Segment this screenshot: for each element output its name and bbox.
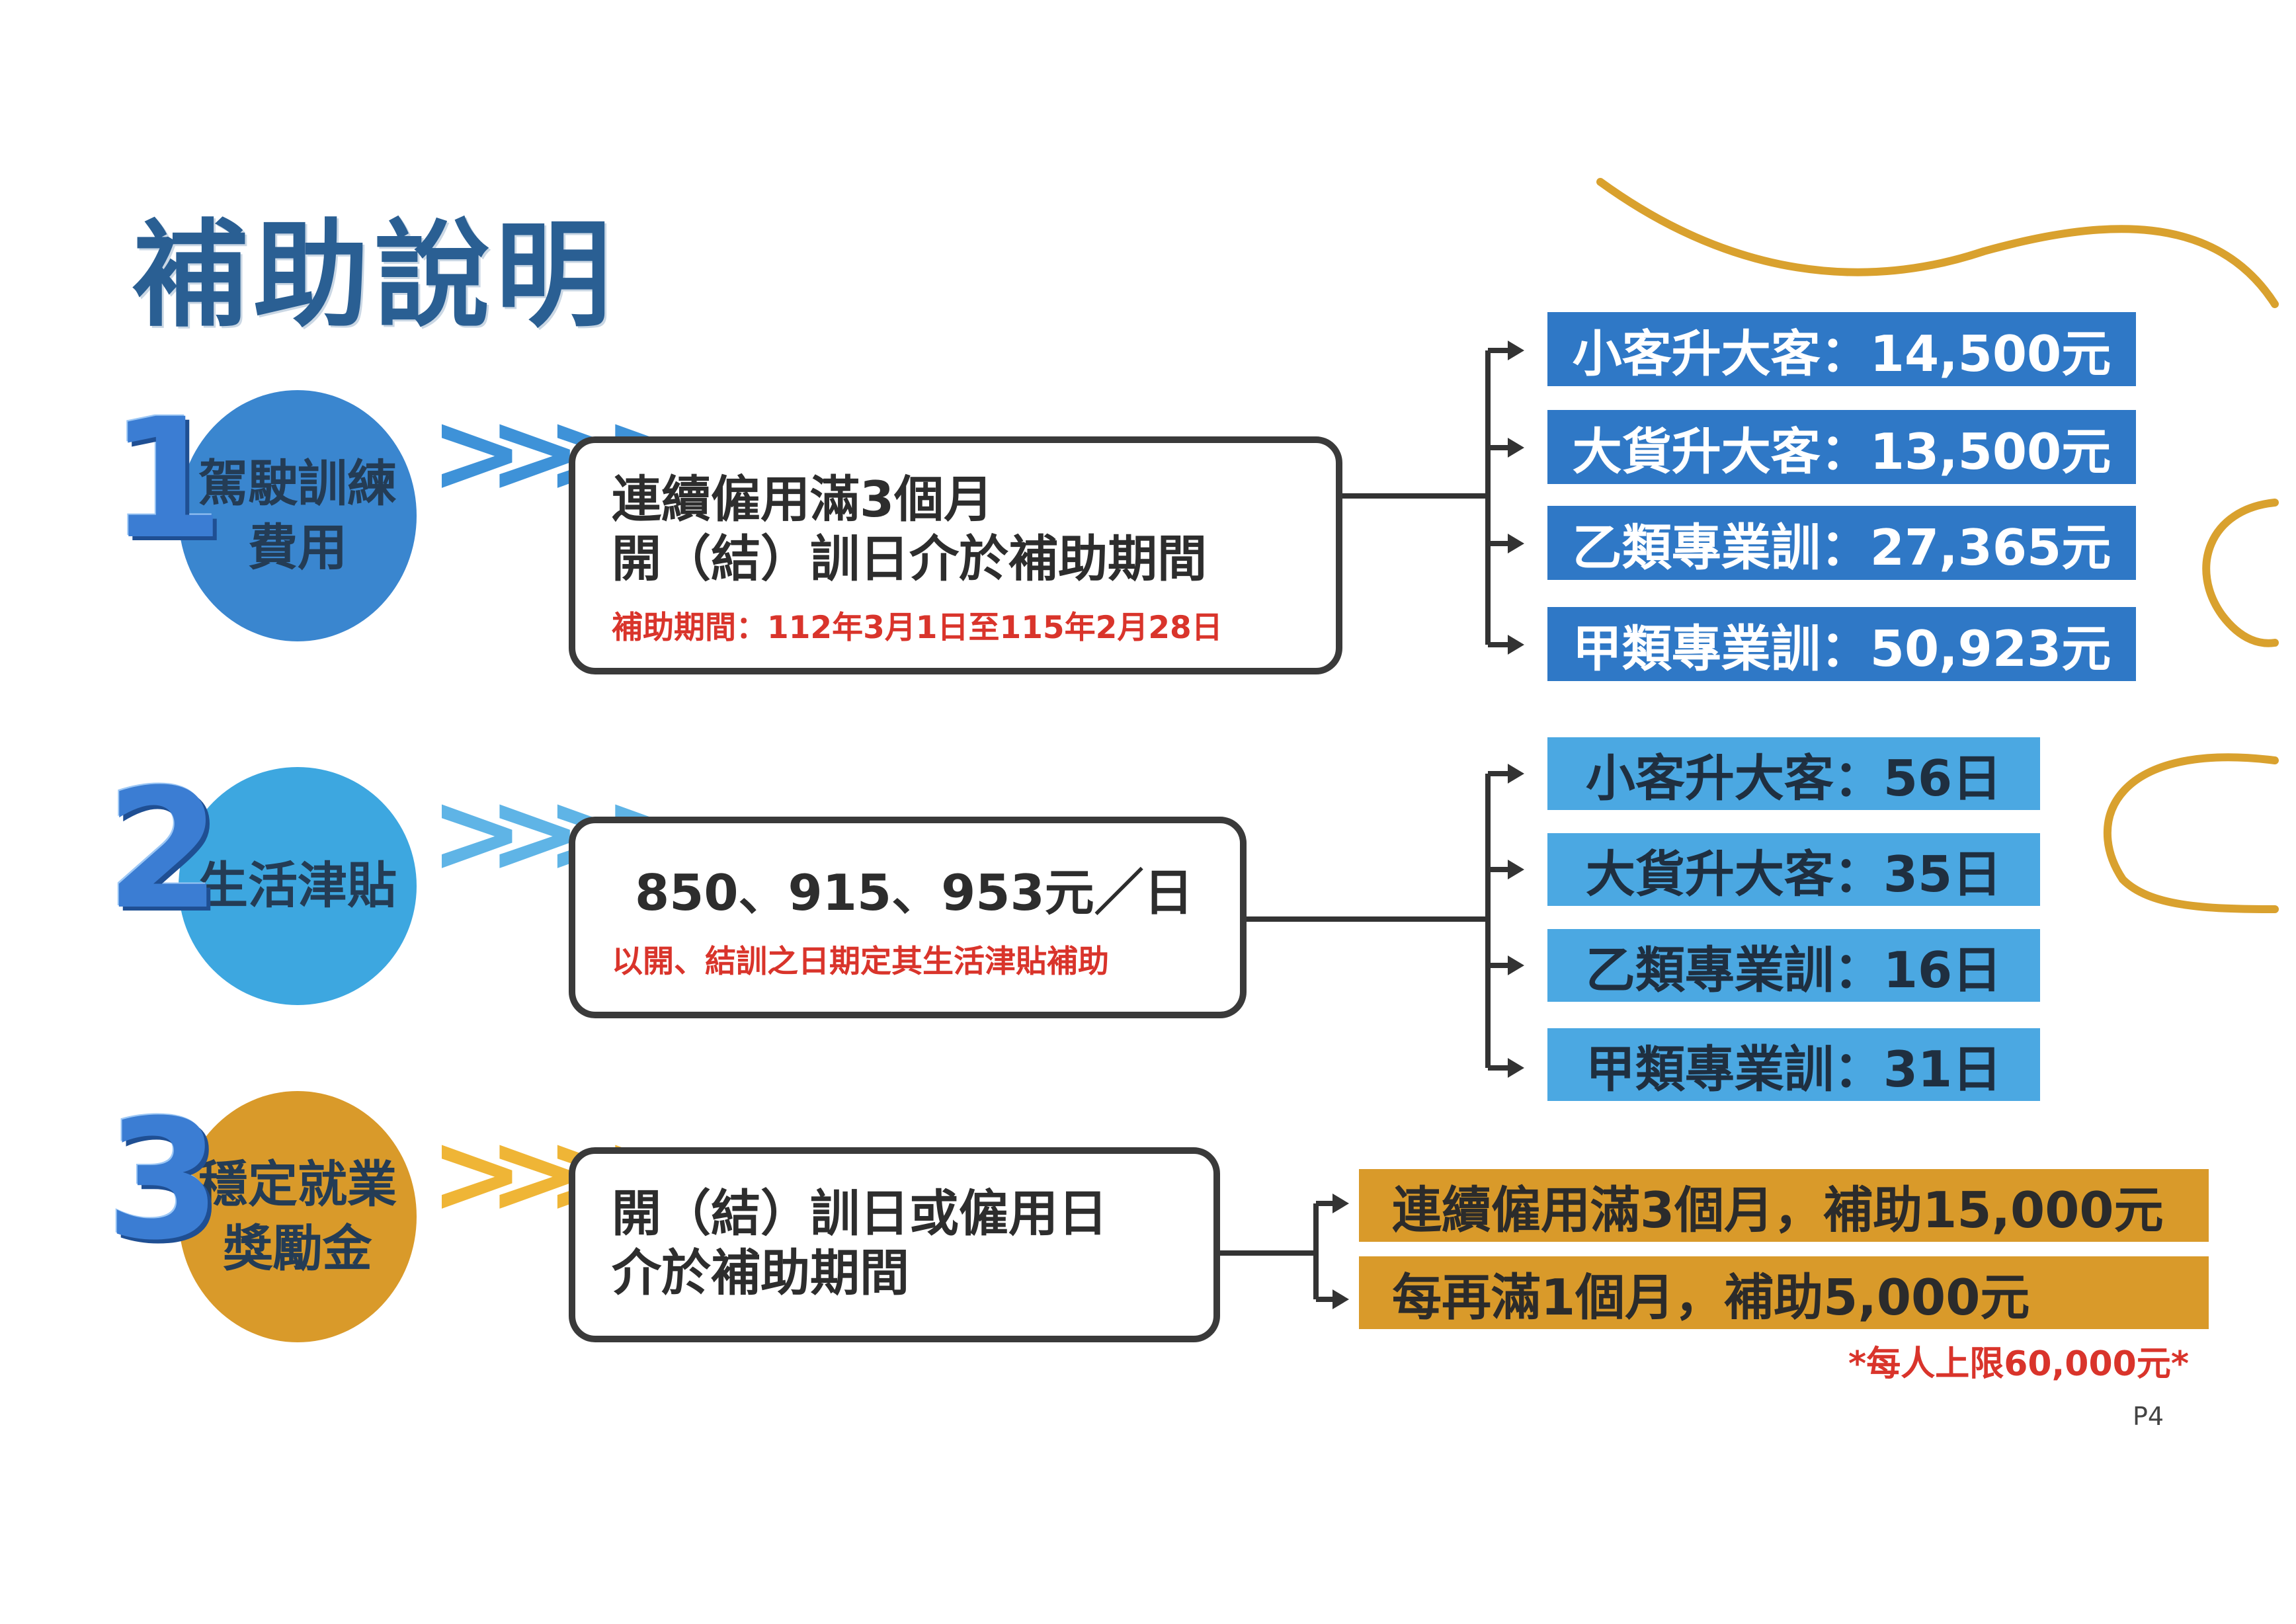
section-2-item: 小客升大客：56日	[1547, 737, 2040, 810]
cap-note: *每人上限60,000元*	[1848, 1344, 2190, 1384]
section-3-condition-line2: 介於補助期間	[612, 1244, 910, 1302]
section-1-item: 甲類專業訓：50,923元	[1547, 607, 2136, 681]
section-2-item: 大貨升大客：35日	[1547, 833, 2040, 906]
section-3-heading-line1: 穩定就業	[198, 1155, 397, 1213]
section-3-item: 連續僱用滿3個月，補助15,000元	[1359, 1169, 2209, 1242]
section-1-heading-line2: 費用	[247, 518, 347, 577]
page-title: 補助說明	[132, 209, 616, 343]
section-1-item: 大貨升大客：13,500元	[1547, 410, 2136, 484]
section-number-3: 3	[106, 1084, 221, 1276]
section-1-item: 小客升大客：14,500元	[1547, 312, 2136, 386]
section-1-item: 乙類專業訓：27,365元	[1547, 506, 2136, 580]
section-3-condition-box: 開（結）訓日或僱用日 介於補助期間	[569, 1147, 1220, 1342]
section-1-condition-box: 連續僱用滿3個月 開（結）訓日介於補助期間 補助期間：112年3月1日至115年…	[569, 436, 1342, 674]
section-3-heading-line2: 獎勵金	[223, 1219, 372, 1278]
section-number-1: 1	[109, 383, 224, 575]
section-3-item: 每再滿1個月，補助5,000元	[1359, 1256, 2209, 1329]
section-1-heading-line1: 駕駛訓練	[198, 454, 397, 512]
section-1-period-note: 補助期間：112年3月1日至115年2月28日	[612, 610, 1223, 646]
section-1-condition-line2: 開（結）訓日介於補助期間	[612, 530, 1208, 588]
section-2-condition-box: 850、915、953元／日 以開、結訓之日期定其生活津貼補助	[569, 817, 1247, 1018]
section-2-item: 乙類專業訓：16日	[1547, 929, 2040, 1002]
page-number: P4	[2133, 1402, 2164, 1431]
section-1-circle: 駕駛訓練 費用	[179, 390, 417, 641]
section-2-circle: 生活津貼	[179, 767, 417, 1005]
section-2-item: 甲類專業訓：31日	[1547, 1028, 2040, 1101]
section-2-rate-note: 以開、結訓之日期定其生活津貼補助	[612, 944, 1109, 980]
section-1-condition-line1: 連續僱用滿3個月	[612, 470, 994, 528]
section-number-2: 2	[106, 753, 221, 946]
section-3-circle: 穩定就業 獎勵金	[179, 1091, 417, 1342]
section-2-daily-rate: 850、915、953元／日	[635, 864, 1194, 922]
section-3-condition-line1: 開（結）訓日或僱用日	[612, 1184, 1108, 1242]
section-2-heading: 生活津貼	[198, 856, 397, 915]
